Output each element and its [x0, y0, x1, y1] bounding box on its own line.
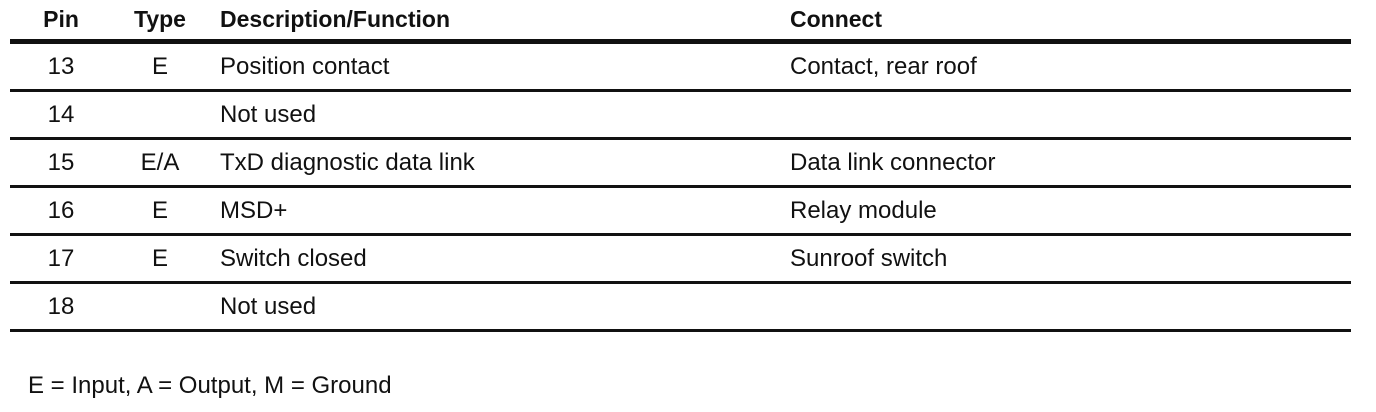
cell-type: E	[151, 52, 168, 80]
cell-type: E	[151, 196, 168, 224]
cell-type	[120, 284, 200, 329]
cell-description: Not used	[220, 292, 317, 320]
cell-description: TxD diagnostic data link	[220, 148, 475, 176]
cell-connect	[790, 92, 1350, 137]
cell-type: E/A	[140, 148, 180, 176]
table-row: 13 E Position contact Contact, rear roof	[10, 44, 1351, 92]
cell-connect: Contact, rear roof	[790, 52, 977, 80]
cell-pin: 17	[47, 244, 75, 272]
cell-connect: Data link connector	[790, 148, 996, 176]
cell-pin: 13	[47, 52, 75, 80]
table-row: 17 E Switch closed Sunroof switch	[10, 236, 1351, 284]
cell-pin: 15	[47, 148, 75, 176]
pin-table: Pin Type Description/Function Connect 13…	[10, 0, 1351, 332]
header-pin: Pin	[43, 6, 79, 32]
header-type: Type	[134, 6, 186, 32]
cell-description: Position contact	[220, 52, 390, 80]
cell-description: MSD+	[220, 196, 288, 224]
cell-type	[120, 92, 200, 137]
cell-pin: 16	[47, 196, 75, 224]
header-connect: Connect	[790, 6, 882, 32]
cell-description: Not used	[220, 100, 317, 128]
table-row: 16 E MSD+ Relay module	[10, 188, 1351, 236]
table-row: 15 E/A TxD diagnostic data link Data lin…	[10, 140, 1351, 188]
table-row: 14 Not used	[10, 92, 1351, 140]
cell-connect	[790, 284, 1350, 329]
table-header-row: Pin Type Description/Function Connect	[10, 0, 1351, 44]
table-row: 18 Not used	[10, 284, 1351, 332]
cell-connect: Relay module	[790, 196, 937, 224]
cell-connect: Sunroof switch	[790, 244, 948, 272]
cell-pin: 18	[47, 292, 75, 320]
cell-pin: 14	[47, 100, 75, 128]
header-description: Description/Function	[220, 6, 450, 32]
cell-description: Switch closed	[220, 244, 367, 272]
cell-type: E	[151, 244, 168, 272]
legend-text: E = Input, A = Output, M = Ground	[28, 372, 392, 399]
